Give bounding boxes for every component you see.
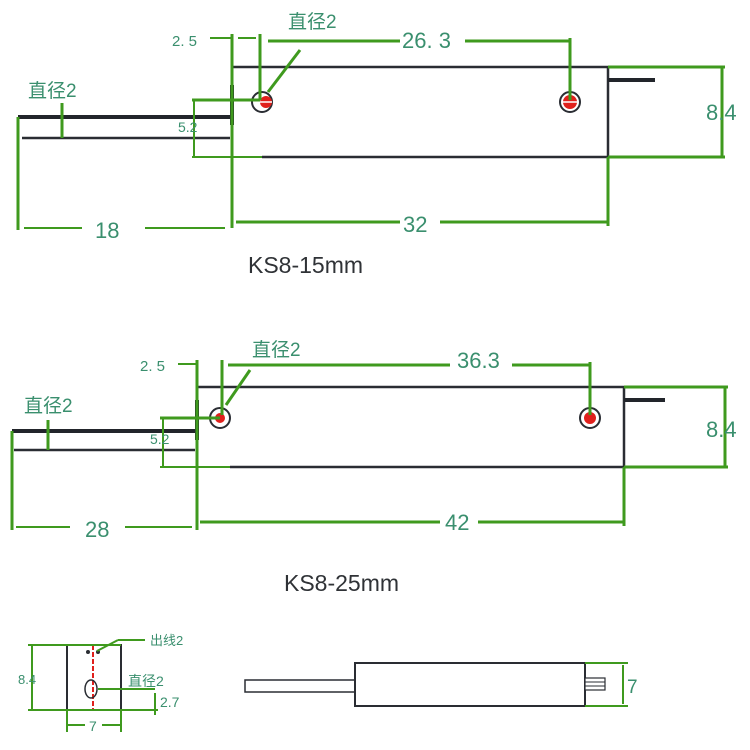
- cable: [244, 679, 356, 693]
- dim-body-length: 42: [445, 510, 469, 535]
- dim-hole-spacing: 36.3: [457, 348, 500, 373]
- hole-diameter-label: 直径2: [252, 339, 301, 361]
- dim-height: 8.4: [706, 417, 737, 442]
- dim-end-width: 7: [89, 718, 97, 734]
- mount-hole-icon: [579, 407, 601, 429]
- mount-hole-icon: [559, 91, 581, 113]
- dim-end-height: 8.4: [18, 672, 36, 687]
- dim-wire-offset: 5.2: [150, 431, 170, 447]
- wire-diameter-label: 直径2: [28, 80, 77, 102]
- dim-offset: 2. 5: [140, 358, 165, 375]
- dim-height: 8.4: [706, 100, 737, 125]
- ks8-15mm-drawing: 2. 5 直径2 26. 3 8.4 5.2 直径2 18 32 KS8-15m…: [16, 11, 737, 278]
- hole-icon: [84, 679, 98, 699]
- mount-hole-icon: [251, 91, 273, 113]
- connector: [584, 677, 606, 691]
- dim-hole-spacing: 26. 3: [402, 28, 451, 53]
- dim-wire-length: 18: [95, 218, 119, 243]
- dim-wire-offset: 5.2: [178, 119, 198, 135]
- hole-diameter-label: 直径2: [288, 11, 337, 33]
- wire-exit-label: 出线2: [150, 633, 183, 648]
- dim-body-length: 32: [403, 212, 427, 237]
- sensor-body: [354, 662, 586, 707]
- side-view: 7: [244, 662, 638, 707]
- dim-hole-offset: 2.7: [160, 694, 180, 710]
- dim-side-height: 7: [627, 677, 638, 698]
- hole-diameter-label: 直径2: [128, 673, 164, 689]
- model-title: KS8-15mm: [248, 252, 363, 278]
- wire-diameter-label: 直径2: [24, 395, 73, 417]
- model-title: KS8-25mm: [284, 570, 399, 596]
- ks8-25mm-drawing: 2. 5 直径2 36.3 8.4 5.2 直径2 28 42 KS8-25mm: [10, 339, 737, 596]
- wire-exit-icon: [86, 650, 90, 654]
- dim-wire-length: 28: [85, 517, 109, 542]
- end-view: 8.4 出线2 直径2 2.7 7: [18, 633, 183, 734]
- dim-offset: 2. 5: [172, 33, 197, 50]
